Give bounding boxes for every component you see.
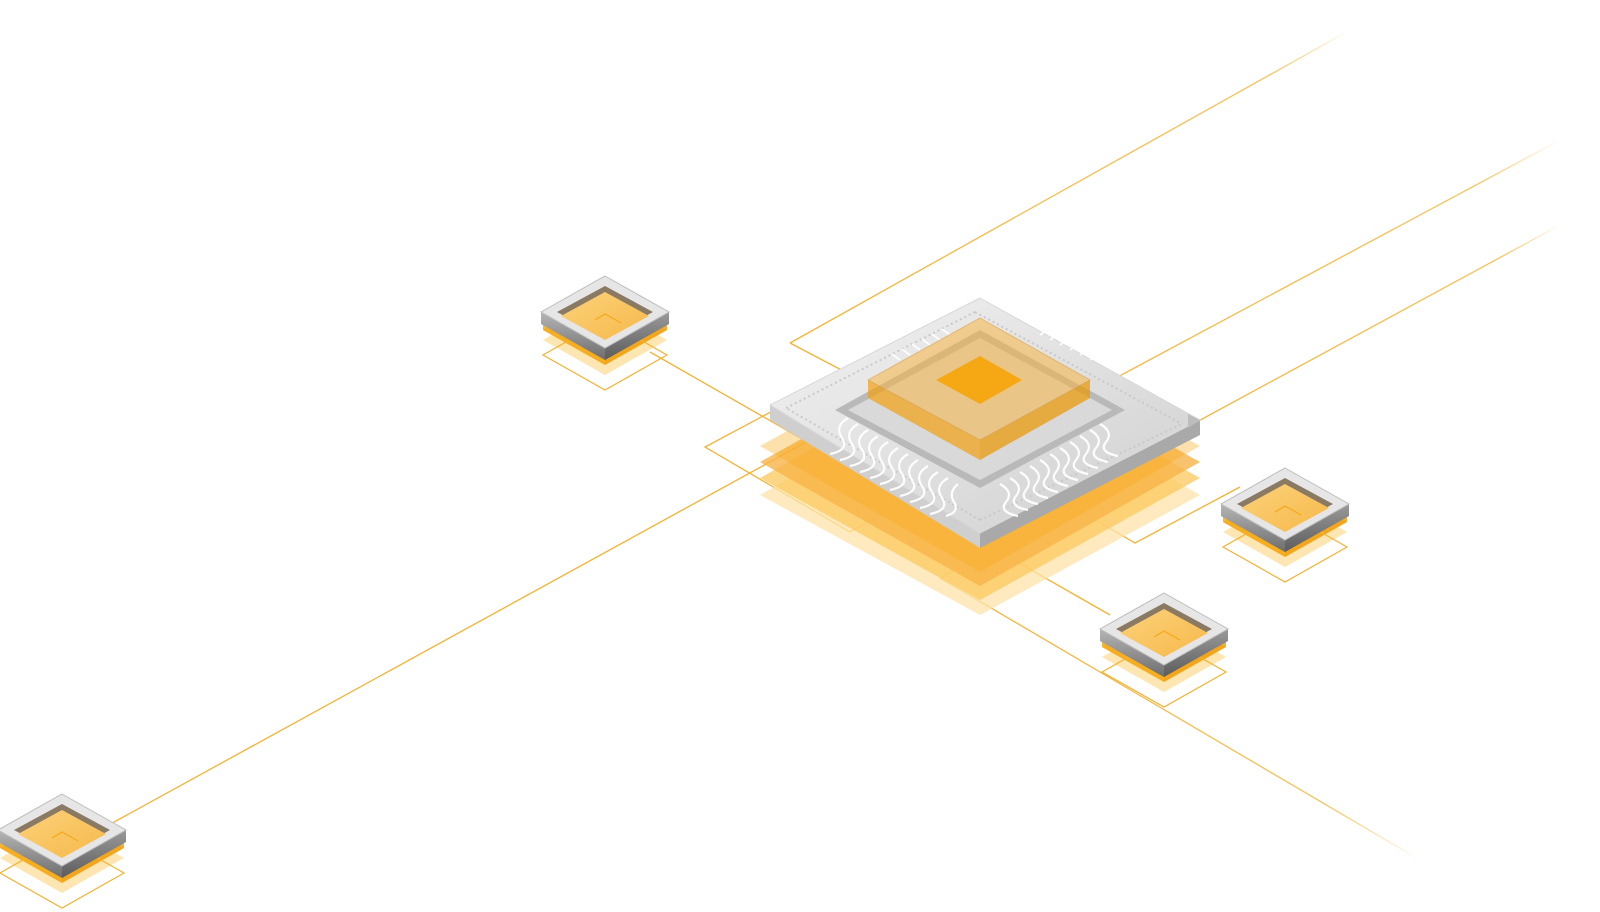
- cpu-chip-icon: [760, 297, 1202, 615]
- chip-traces-right: [999, 423, 1119, 518]
- trace-line-bottom-right: [939, 577, 1421, 861]
- node-module-icon: [1220, 467, 1350, 583]
- chip-traces-left: [829, 417, 959, 518]
- chip-traces-top: [891, 328, 1099, 361]
- node-module-icon: [540, 275, 670, 391]
- node-module-icon: [0, 793, 127, 909]
- chip-core: [936, 356, 1022, 404]
- trace-line-bottom-left: [84, 406, 871, 839]
- trace-line-right-lower: [1144, 224, 1561, 451]
- trace-line-top: [789, 29, 1351, 344]
- node-module-icon: [1099, 592, 1229, 708]
